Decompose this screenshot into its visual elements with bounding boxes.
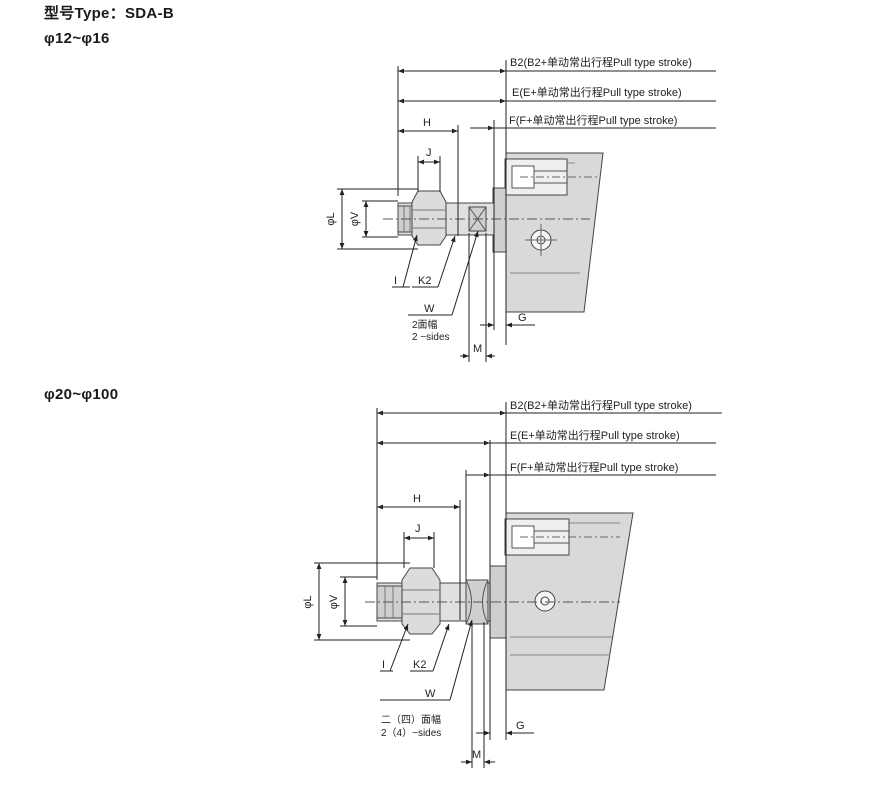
label-sides-en-small: 2 −sides bbox=[412, 332, 450, 343]
label-w-large: W bbox=[425, 688, 436, 700]
label-k2-large: K2 bbox=[413, 659, 426, 671]
size-range-small: φ12~φ16 bbox=[44, 30, 110, 47]
label-b2-large: B2(B2+单动常出行程Pull type stroke) bbox=[510, 398, 692, 412]
label-g-small: G bbox=[518, 312, 527, 324]
label-k2-small: K2 bbox=[418, 275, 431, 287]
label-i-small: I bbox=[394, 275, 397, 287]
label-phi-v-large: φV bbox=[328, 594, 340, 609]
label-f-large: F(F+单动常出行程Pull type stroke) bbox=[510, 460, 678, 474]
label-e-small: E(E+单动常出行程Pull type stroke) bbox=[512, 85, 682, 99]
label-sides-cn-large: 二（四）面幅 bbox=[381, 713, 441, 726]
hex-nut-large bbox=[401, 567, 441, 635]
label-f-small: F(F+单动常出行程Pull type stroke) bbox=[509, 113, 677, 127]
model-title: 型号Type：SDA-B bbox=[44, 5, 174, 22]
diagram-small bbox=[337, 60, 716, 362]
bolt-hole-large bbox=[534, 590, 556, 612]
label-phi-l-small: φL bbox=[325, 212, 337, 225]
label-m-large: M bbox=[472, 749, 481, 761]
label-phi-v-small: φV bbox=[349, 211, 361, 226]
diagram-large bbox=[314, 402, 722, 768]
size-range-large: φ20~φ100 bbox=[44, 386, 119, 403]
label-sides-cn-small: 2面幅 bbox=[412, 318, 438, 331]
label-g-large: G bbox=[516, 720, 525, 732]
label-j-small: J bbox=[426, 147, 432, 159]
label-h-large: H bbox=[413, 493, 421, 505]
label-b2-small: B2(B2+单动常出行程Pull type stroke) bbox=[510, 55, 692, 69]
label-e-large: E(E+单动常出行程Pull type stroke) bbox=[510, 428, 680, 442]
label-h-small: H bbox=[423, 117, 431, 129]
hex-nut-small bbox=[411, 190, 447, 246]
label-i-large: I bbox=[382, 659, 385, 671]
label-sides-en-large: 2（4）−sides bbox=[381, 727, 441, 739]
label-j-large: J bbox=[415, 523, 421, 535]
rod-plate-small bbox=[492, 187, 507, 253]
label-m-small: M bbox=[473, 343, 482, 355]
label-w-small: W bbox=[424, 303, 435, 315]
label-phi-l-large: φL bbox=[302, 595, 314, 608]
